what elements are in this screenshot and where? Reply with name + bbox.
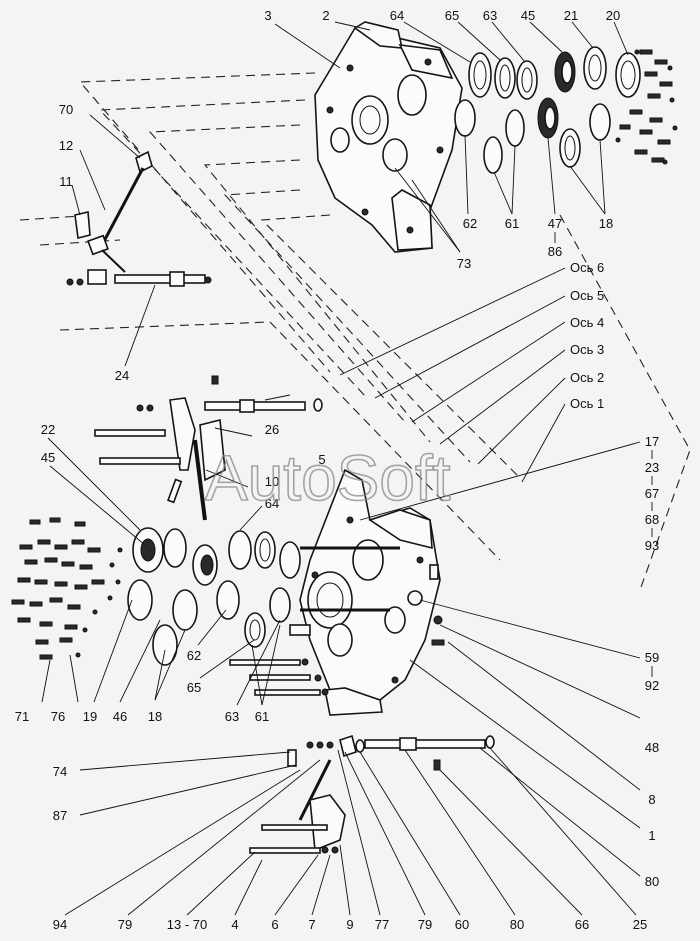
callout: 92 — [645, 678, 659, 693]
callout: 47 — [548, 216, 562, 231]
callout: 62 — [187, 648, 201, 663]
callout: 18 — [599, 216, 613, 231]
callout: 73 — [457, 256, 471, 271]
axis-label-2: Ось 2 — [570, 370, 604, 385]
callout: 86 — [548, 244, 562, 259]
axis-guide-2 — [223, 189, 471, 463]
axis-label-5: Ось 5 — [570, 288, 604, 303]
callout: 8 — [648, 792, 655, 807]
callout: 79 — [118, 917, 132, 932]
axis-label-1: Ось 1 — [570, 396, 604, 411]
callout: 2 — [322, 8, 329, 23]
shift-rails[interactable] — [94, 375, 323, 521]
callout: 13 - 70 — [167, 917, 207, 932]
callout: 63 — [225, 709, 239, 724]
callout-leaders — [41, 21, 641, 916]
callout: 6 — [271, 917, 278, 932]
callouts-bottom: 74 87 94 79 13 - 70 4 6 7 9 77 79 60 80 … — [53, 764, 647, 932]
callout: 61 — [505, 216, 519, 231]
callouts-lower-left: 71 76 19 46 18 62 65 63 61 — [15, 648, 269, 724]
callout: 48 — [645, 740, 659, 755]
lower-bolts — [11, 517, 123, 660]
callout: 94 — [53, 917, 67, 932]
watermark: AutoSoft — [205, 442, 451, 514]
axis-label-6: Ось 6 — [570, 260, 604, 275]
callout: 7 — [308, 917, 315, 932]
axis-guide-5 — [98, 99, 366, 397]
lower-rings — [127, 527, 301, 666]
callout: 21 — [564, 8, 578, 23]
callout: 66 — [575, 917, 589, 932]
axis-guide-4 — [148, 124, 406, 423]
callout: 22 — [41, 422, 55, 437]
callout: 77 — [375, 917, 389, 932]
callout: 19 — [83, 709, 97, 724]
axis-guide-1 — [260, 214, 521, 479]
callout: 74 — [53, 764, 67, 779]
callout: 10 — [265, 474, 279, 489]
callout: 67 — [645, 486, 659, 501]
callout: 87 — [53, 808, 67, 823]
callout: 3 — [264, 8, 271, 23]
callout: 64 — [390, 8, 404, 23]
callout: 11 — [59, 174, 73, 189]
upper-rings — [454, 46, 641, 174]
callout: 17 — [645, 434, 659, 449]
axis-label-4: Ось 4 — [570, 315, 604, 330]
callout: 63 — [483, 8, 497, 23]
lower-long-bolts — [229, 658, 329, 696]
callouts-middle: 22 45 26 5 10 64 17 23 67 68 93 — [41, 422, 659, 553]
callout: 4 — [231, 917, 238, 932]
callout: 23 — [645, 460, 659, 475]
callout: 65 — [445, 8, 459, 23]
callout: 26 — [265, 422, 279, 437]
callout: 1 — [648, 828, 655, 843]
callout: 9 — [346, 917, 353, 932]
axis-guide-side — [559, 214, 691, 591]
callout: 59 — [645, 650, 659, 665]
bottom-shift-assembly[interactable] — [249, 734, 495, 854]
lower-housing[interactable] — [289, 468, 445, 716]
callout: 65 — [187, 680, 201, 695]
gear-lever[interactable] — [74, 150, 153, 273]
callout: 76 — [51, 709, 65, 724]
axis-labels: Ось 6 Ось 5 Ось 4 Ось 3 Ось 2 Ось 1 — [570, 260, 604, 411]
callout: 60 — [455, 917, 469, 932]
callout: 62 — [463, 216, 477, 231]
callout: 71 — [15, 709, 29, 724]
callout: 18 — [148, 709, 162, 724]
callout: 20 — [606, 8, 620, 23]
callout: 80 — [510, 917, 524, 932]
callout: 68 — [645, 512, 659, 527]
callout: 61 — [255, 709, 269, 724]
callout: 46 — [113, 709, 127, 724]
axis-guide-lever — [19, 215, 501, 561]
callout: 80 — [645, 874, 659, 889]
upper-bolts — [615, 49, 678, 165]
callouts-lower-right: 59 92 48 8 1 80 — [645, 650, 659, 889]
callout: 45 — [41, 450, 55, 465]
callout: 5 — [318, 452, 325, 467]
callout: 12 — [59, 138, 73, 153]
callout: 93 — [645, 538, 659, 553]
axis-label-3: Ось 3 — [570, 342, 604, 357]
callout: 79 — [418, 917, 432, 932]
axis-guides — [19, 72, 691, 591]
callout: 45 — [521, 8, 535, 23]
callout: 24 — [115, 368, 129, 383]
lever-shaft-assembly[interactable] — [66, 269, 212, 287]
callout: 70 — [59, 102, 73, 117]
callout: 25 — [633, 917, 647, 932]
axis-guide-3 — [203, 159, 431, 443]
axis-leaders — [339, 267, 566, 483]
axis-guide-6 — [78, 72, 331, 373]
callout: 64 — [265, 496, 279, 511]
callouts-top: 3 2 64 65 63 45 21 20 70 12 11 62 61 47 … — [59, 8, 620, 383]
upper-housing[interactable] — [314, 21, 463, 253]
